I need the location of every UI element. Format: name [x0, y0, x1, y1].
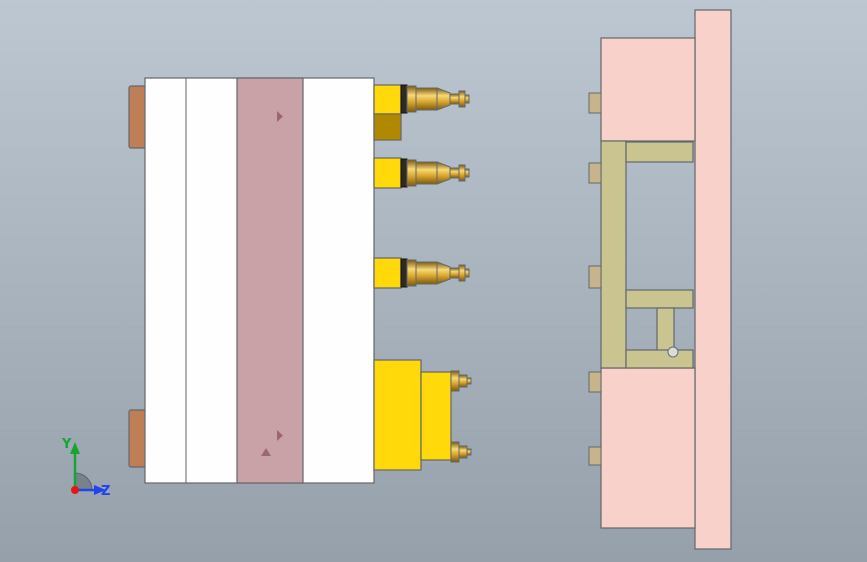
- front-view-assembly[interactable]: [128, 77, 472, 484]
- x-axis-dot: [71, 486, 79, 494]
- y-axis-arrowhead: [70, 442, 80, 454]
- khaki-arm-mid[interactable]: [625, 289, 694, 309]
- yellow-fitting-2[interactable]: [373, 157, 402, 189]
- brass-stub-top[interactable]: [450, 370, 472, 392]
- side-upper-block[interactable]: [600, 37, 696, 142]
- side-backing-plate[interactable]: [694, 9, 732, 550]
- yellow-fitting-1-base[interactable]: [373, 113, 402, 141]
- khaki-riser[interactable]: [656, 307, 675, 354]
- brass-nozzle-3[interactable]: [400, 258, 470, 288]
- brass-nozzle-2[interactable]: [400, 158, 470, 188]
- yellow-manifold-block[interactable]: [373, 359, 422, 471]
- core-mark-top: [277, 111, 283, 122]
- side-tab-5[interactable]: [588, 446, 602, 466]
- side-tab-2[interactable]: [588, 162, 602, 184]
- core-mark-triangle: [261, 448, 271, 456]
- side-tab-4[interactable]: [588, 371, 602, 393]
- yellow-fitting-3[interactable]: [373, 257, 402, 289]
- z-axis-label: Z: [101, 484, 110, 499]
- y-axis-label: Y: [61, 437, 72, 452]
- copper-bushing-bottom[interactable]: [128, 409, 147, 468]
- side-lower-block[interactable]: [600, 367, 696, 529]
- brass-nozzle-1[interactable]: [400, 84, 470, 114]
- side-view-assembly[interactable]: [588, 9, 732, 550]
- brass-stub-bottom[interactable]: [450, 441, 472, 463]
- pin-hole: [667, 346, 679, 358]
- z-axis-arrowhead: [94, 485, 106, 495]
- khaki-column[interactable]: [600, 140, 627, 369]
- pink-core-strip[interactable]: [236, 77, 304, 484]
- khaki-arm-top[interactable]: [625, 141, 694, 163]
- yellow-fitting-1[interactable]: [373, 84, 402, 115]
- core-mark-bottom: [277, 430, 283, 441]
- side-tab-1[interactable]: [588, 92, 602, 114]
- copper-bushing-top[interactable]: [128, 85, 147, 149]
- side-tab-3[interactable]: [588, 265, 602, 289]
- yellow-manifold-extension[interactable]: [420, 371, 452, 461]
- khaki-arm-bottom[interactable]: [625, 349, 694, 369]
- orientation-triad: Y Z: [61, 437, 110, 499]
